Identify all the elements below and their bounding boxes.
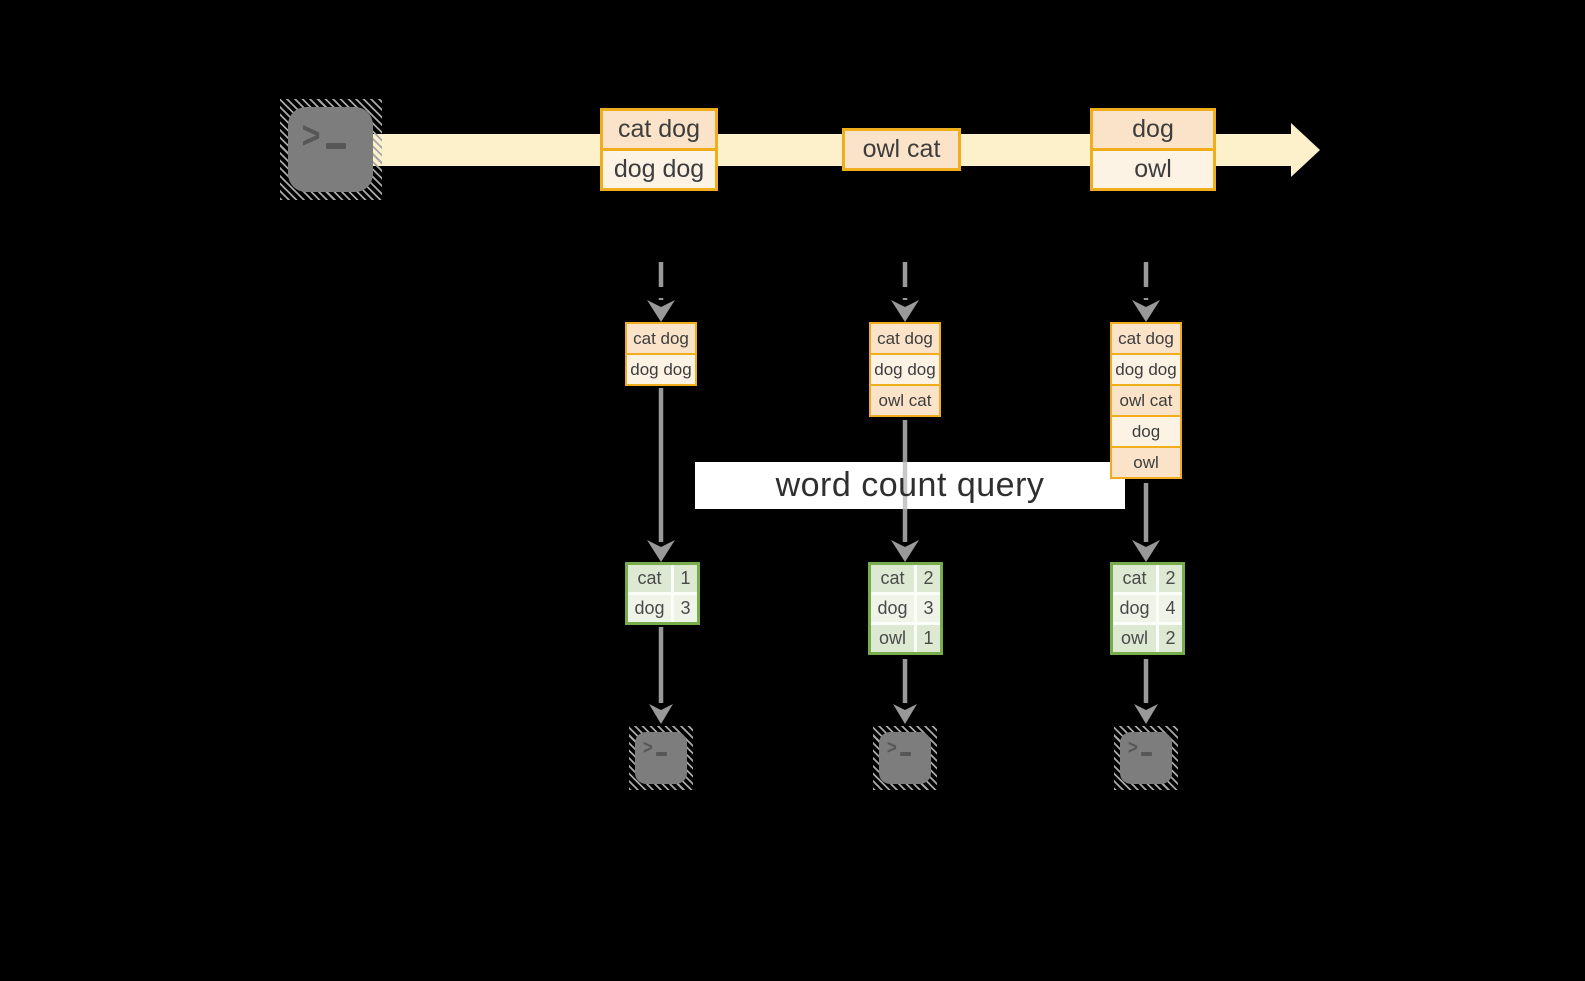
cursor-icon <box>326 143 346 149</box>
buffer-row: owl cat <box>1112 384 1180 415</box>
buffer-stack-3: cat dog dog dog owl cat dog owl <box>1110 322 1182 479</box>
ingest-arrowhead-left <box>647 300 675 322</box>
sink-terminal-icon-1: > <box>629 726 693 790</box>
query-label-background <box>695 462 1125 509</box>
buffer-row: dog dog <box>871 353 939 384</box>
count-table-1: cat 1 dog 3 <box>625 562 700 625</box>
ingest-arrowhead-middle <box>891 300 919 322</box>
terminal-screen: > <box>879 732 931 784</box>
prompt-icon: > <box>301 115 321 157</box>
buffer-stack-2: cat dog dog dog owl cat <box>869 322 941 417</box>
terminal-screen: > <box>1120 732 1172 784</box>
emit-arrowhead-left <box>649 704 673 724</box>
count-value: 4 <box>1159 595 1182 622</box>
cursor-icon <box>656 752 667 756</box>
stream-event-line: dog <box>1093 111 1213 148</box>
buffer-row: owl <box>1112 446 1180 477</box>
stream-event-line: cat dog <box>603 111 715 148</box>
count-value: 1 <box>917 625 940 652</box>
process-arrowhead-middle <box>891 540 919 562</box>
stream-event-line: owl <box>1093 148 1213 188</box>
emit-arrowhead-middle <box>893 704 917 724</box>
prompt-icon: > <box>1127 737 1138 759</box>
buffer-row: cat dog <box>627 324 695 353</box>
ingest-arrowhead-right <box>1132 300 1160 322</box>
count-word: cat <box>628 565 671 592</box>
cursor-icon <box>900 752 911 756</box>
source-terminal-icon: > <box>280 99 382 200</box>
cursor-icon <box>1141 752 1152 756</box>
count-value: 2 <box>917 565 940 592</box>
process-arrowhead-right <box>1132 540 1160 562</box>
count-word: cat <box>1113 565 1156 592</box>
count-word: owl <box>1113 625 1156 652</box>
query-label: word count query <box>775 466 1045 504</box>
stream-event-line: owl cat <box>845 131 958 168</box>
buffer-row: cat dog <box>871 324 939 353</box>
prompt-icon: > <box>642 737 653 759</box>
buffer-row: dog dog <box>1112 353 1180 384</box>
buffer-row: dog <box>1112 415 1180 446</box>
buffer-row: dog dog <box>627 353 695 384</box>
count-word: dog <box>628 595 671 622</box>
sink-terminal-icon-3: > <box>1114 726 1178 790</box>
count-table-3: cat 2 dog 4 owl 2 <box>1110 562 1185 655</box>
stream-event-box-3: dog owl <box>1090 108 1216 191</box>
stream-event-box-1: cat dog dog dog <box>600 108 718 191</box>
count-value: 3 <box>917 595 940 622</box>
count-word: owl <box>871 625 914 652</box>
count-word: cat <box>871 565 914 592</box>
count-word: dog <box>871 595 914 622</box>
count-word: dog <box>1113 595 1156 622</box>
count-value: 1 <box>674 565 697 592</box>
process-arrowhead-left <box>647 540 675 562</box>
stream-event-line: dog dog <box>603 148 715 188</box>
sink-terminal-icon-2: > <box>873 726 937 790</box>
count-value: 3 <box>674 595 697 622</box>
stream-arrow-head <box>1291 123 1320 177</box>
buffer-row: owl cat <box>871 384 939 415</box>
buffer-stack-1: cat dog dog dog <box>625 322 697 386</box>
count-table-2: cat 2 dog 3 owl 1 <box>868 562 943 655</box>
count-value: 2 <box>1159 625 1182 652</box>
stream-event-box-2: owl cat <box>842 128 961 171</box>
buffer-row: cat dog <box>1112 324 1180 353</box>
prompt-icon: > <box>886 737 897 759</box>
terminal-screen: > <box>288 107 373 192</box>
emit-arrowhead-right <box>1134 704 1158 724</box>
terminal-screen: > <box>635 732 687 784</box>
count-value: 2 <box>1159 565 1182 592</box>
